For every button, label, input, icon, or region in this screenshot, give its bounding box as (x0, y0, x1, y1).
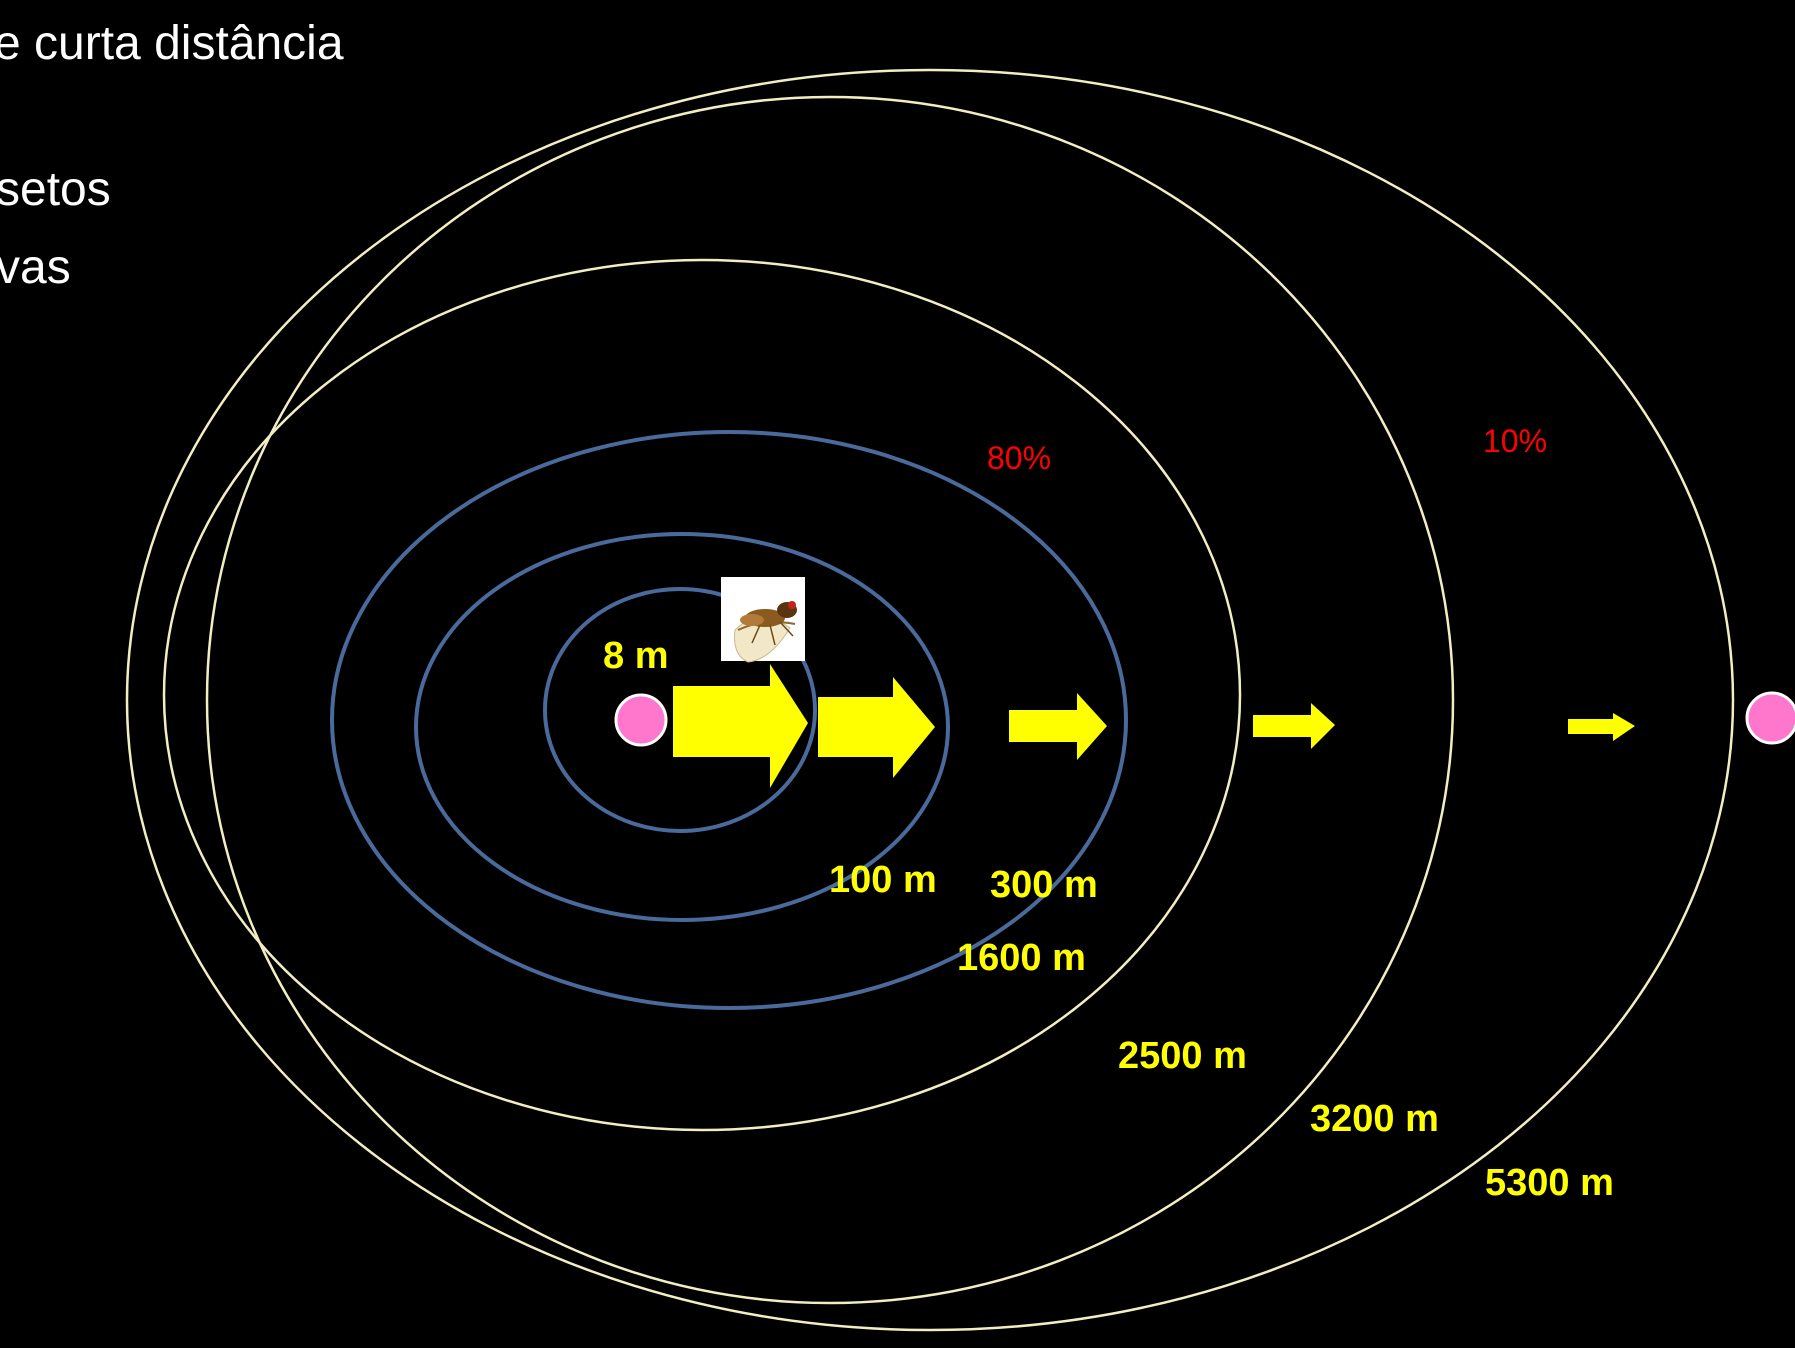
arrow-1 (673, 664, 808, 788)
inner-ring-300m (414, 532, 950, 922)
distance-label-5300m: 5300 m (1485, 1162, 1614, 1204)
arrow-3 (1009, 693, 1107, 760)
inner-ring-1600m (330, 430, 1128, 1010)
outer-ring-5300m (125, 68, 1735, 1332)
distance-label-300m: 300 m (990, 864, 1098, 906)
distance-label-1600m: 1600 m (957, 937, 1086, 979)
outer-ring-3200m (205, 95, 1455, 1305)
target-dot (1745, 691, 1795, 745)
distance-label-100m: 100 m (829, 859, 937, 901)
arrow-2 (818, 677, 935, 778)
arrow-5 (1568, 713, 1635, 741)
text-line-2: setos (0, 163, 111, 216)
text-line-1: e curta distância (0, 17, 344, 70)
percent-label-80: 80% (987, 440, 1051, 476)
distance-label-2500m: 2500 m (1118, 1035, 1247, 1077)
outer-ring-2500m (162, 258, 1242, 1132)
arrow-4 (1253, 703, 1335, 749)
text-line-3: vas (0, 241, 71, 294)
percent-label-10: 10% (1483, 423, 1547, 459)
inner-ring-100m (543, 587, 817, 833)
distance-label-3200m: 3200 m (1310, 1098, 1439, 1140)
distance-label-8m: 8 m (603, 635, 668, 677)
insect-icon (721, 577, 805, 663)
source-dot (614, 693, 668, 747)
